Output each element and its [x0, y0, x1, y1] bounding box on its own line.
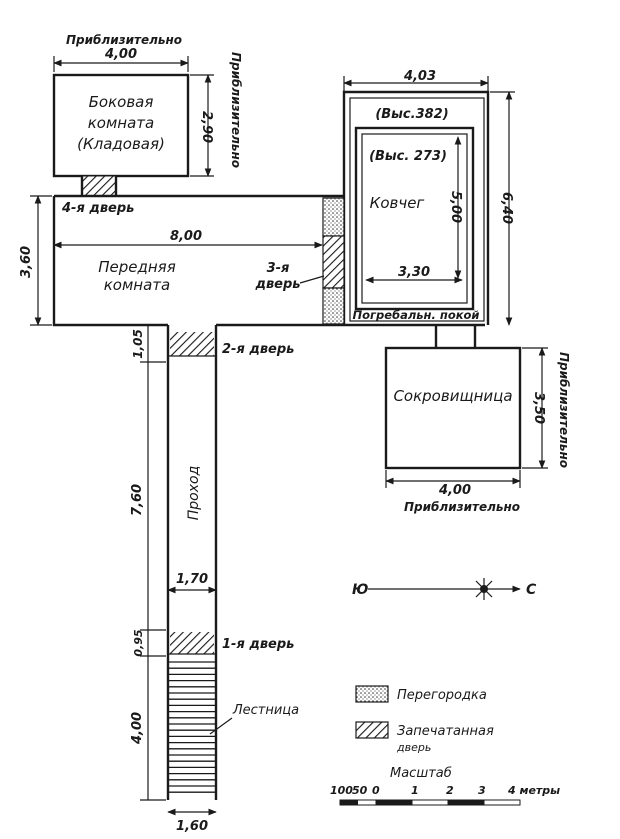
compass: Ю С — [352, 578, 537, 600]
side-room-label-2: комната — [88, 114, 154, 132]
door-2-sealed — [170, 332, 214, 356]
legend-sealed-label-2: дверь — [396, 741, 431, 754]
front-room: Передняя комната — [52, 194, 485, 327]
stairs-length-label: 4,00 — [130, 712, 145, 745]
front-room-label-1: Передняя — [98, 258, 175, 276]
legend: Перегородка Запечатанная дверь — [355, 685, 494, 754]
front-room-label-2: комната — [104, 276, 170, 294]
scale-tick-100: 100 — [330, 784, 353, 797]
burial-width-label: 4,03 — [403, 69, 436, 84]
passage-width-label: 1,70 — [176, 572, 208, 587]
passage-length-label: 7,60 — [130, 484, 145, 516]
burial-chamber: (Выс.382) (Выс. 273) Ковчег 5,00 3,30 По… — [342, 90, 490, 325]
burial-chamber-label: Погребальн. покой — [353, 308, 480, 322]
legend-sealed-label-1: Запечатанная — [397, 724, 494, 739]
door-4-label: 4-я дверь — [61, 201, 134, 216]
treasury-height-label: 3,50 — [531, 392, 546, 424]
legend-partition-label: Перегородка — [397, 688, 487, 703]
stairs-label: Лестница — [232, 703, 299, 718]
door-2-label: 2-я дверь — [222, 342, 294, 357]
door-1-sealed — [170, 632, 214, 654]
scale-tick-3: 3 — [478, 784, 486, 797]
door-1-label: 1-я дверь — [222, 637, 294, 652]
ark-height-inner-label: (Выс. 273) — [369, 149, 447, 164]
side-room-dimensions: Приблизительно 4,00 2,90 Приблизительно — [53, 33, 243, 177]
scale-tick-0: 0 — [372, 784, 380, 797]
side-approx-top: Приблизительно — [66, 33, 182, 47]
front-height-label: 3,60 — [19, 246, 34, 278]
side-room: Боковая комната (Кладовая) — [52, 73, 190, 178]
treasury-approx-bottom: Приблизительно — [404, 500, 520, 514]
treasury-width-label: 4,00 — [438, 483, 471, 498]
compass-rose-icon — [475, 578, 493, 600]
passage: Проход 1,70 — [166, 325, 218, 800]
ark-label: Ковчег — [370, 194, 425, 212]
scale-tick-4: 4 метры — [507, 784, 560, 797]
side-approx-right: Приблизительно — [229, 52, 243, 168]
compass-south: Ю — [352, 582, 368, 598]
burial-height-label: 6,40 — [499, 192, 514, 224]
treasury-label: Сокровищница — [393, 387, 512, 405]
scale-tick-1: 1 — [411, 784, 419, 797]
scale-title: Масштаб — [390, 766, 452, 781]
door-3-sealed — [322, 235, 345, 289]
front-width-label: 8,00 — [170, 229, 202, 244]
door-4-sealed — [81, 175, 117, 197]
scale-tick-50: 50 — [352, 784, 368, 797]
passage-top-label: 1,05 — [131, 329, 145, 359]
ark-height-label: 5,00 — [448, 191, 463, 223]
stairs — [168, 661, 216, 793]
partition-bottom — [322, 287, 345, 325]
side-room-label-3: (Кладовая) — [77, 135, 165, 153]
legend-partition-swatch — [355, 685, 389, 703]
treasury: Сокровищница — [384, 346, 522, 470]
side-height-label: 2,90 — [199, 111, 214, 143]
partition-top — [322, 197, 345, 237]
scale-bar: Масштаб 100 50 0 1 2 3 4 метры — [330, 766, 560, 806]
ark-height-outer-label: (Выс.382) — [375, 107, 448, 122]
passage-label: Проход — [186, 466, 202, 521]
stairs-width-label: 1,60 — [176, 819, 208, 834]
door-1-length-label: 0,95 — [132, 629, 145, 656]
door-3-label-2: дверь — [254, 277, 300, 292]
side-width-label: 4,00 — [104, 47, 137, 62]
treasury-approx-right: Приблизительно — [557, 352, 571, 468]
door-3-label-1: 3-я — [267, 261, 290, 276]
scale-tick-2: 2 — [446, 784, 454, 797]
ark-width-label: 3,30 — [398, 265, 430, 280]
compass-north: С — [526, 582, 537, 598]
side-room-label-1: Боковая — [89, 93, 154, 111]
legend-sealed-swatch — [355, 721, 389, 739]
